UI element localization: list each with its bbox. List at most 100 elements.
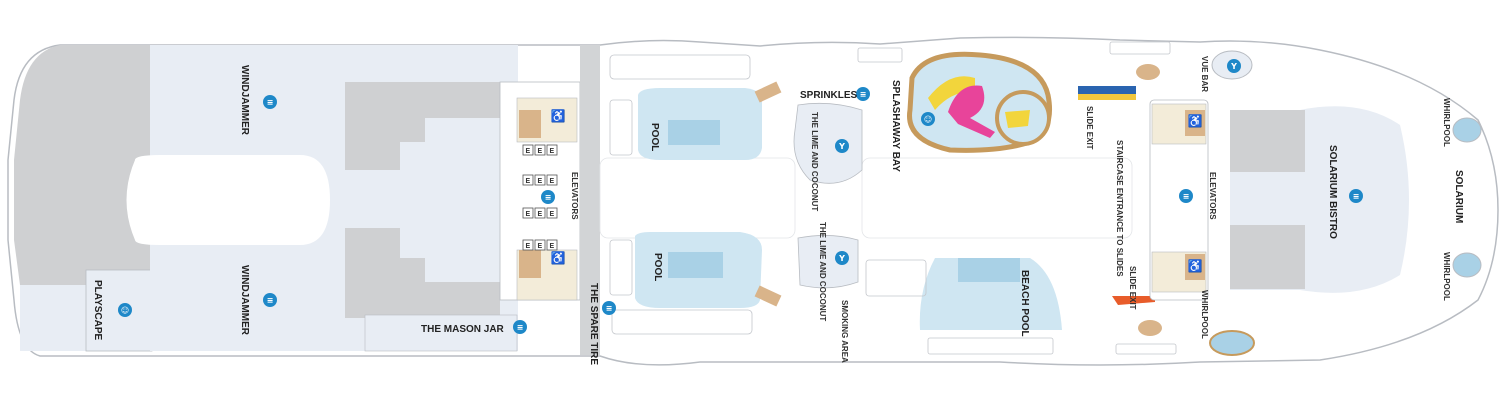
dining-icon-glyph: ≡ xyxy=(860,90,867,99)
stair-fwd-top xyxy=(1185,110,1205,136)
bar-icon-glyph: Y xyxy=(1230,62,1237,71)
accessible-icon: ♿ xyxy=(1188,114,1203,128)
dining-icon xyxy=(1179,189,1193,203)
elevator-box xyxy=(522,207,534,219)
yellow-slide-2 xyxy=(1005,110,1030,128)
label-slide-exit-bottom: SLIDE EXIT xyxy=(1128,266,1137,310)
lime-coconut-bottom-bar xyxy=(797,235,859,289)
label-lime-coconut-top: THE LIME AND COCONUT xyxy=(810,112,819,211)
accessible-icon: ♿ xyxy=(551,109,566,123)
elevator-box xyxy=(534,239,546,251)
elevator-box-label: E xyxy=(550,243,555,250)
windjammer-kitchen-bottom xyxy=(345,228,500,318)
label-whirlpool-top: WHIRLPOOL xyxy=(1442,98,1451,147)
bar-icon xyxy=(835,139,849,153)
label-elevators-fwd: ELEVATORS xyxy=(1208,172,1217,220)
label-whirlpool-bottom: WHIRLPOOL xyxy=(1442,252,1451,301)
elevator-box xyxy=(546,174,558,186)
label-pool-bottom: POOL xyxy=(652,253,663,281)
dining-icon-glyph: ≡ xyxy=(545,193,552,202)
elevator-box xyxy=(522,239,534,251)
dining-icon xyxy=(602,301,616,315)
dining-icon xyxy=(1349,189,1363,203)
central-walkway xyxy=(599,157,796,239)
elevator-box-label: E xyxy=(538,243,543,250)
yellow-slide xyxy=(928,76,975,110)
pool-top-water xyxy=(668,120,720,145)
label-pool-top: POOL xyxy=(649,123,660,151)
dining-icon-glyph: ≡ xyxy=(606,304,613,313)
dining-icon xyxy=(263,293,277,307)
elevator-box-label: E xyxy=(526,178,531,185)
elevator-core-fwd xyxy=(1149,99,1209,301)
dining-icon-glyph: ≡ xyxy=(267,296,274,305)
wood-planters xyxy=(754,64,1162,336)
mason-jar-zone xyxy=(364,314,518,352)
slide-exit-yellow xyxy=(1078,94,1136,100)
accessible-icon: ♿ xyxy=(1188,259,1203,273)
elevator-box-label: E xyxy=(550,178,555,185)
label-elevators-aft: ELEVATORS xyxy=(570,172,579,220)
slide-exit-orange xyxy=(1112,296,1155,305)
label-windjammer-bottom: WINDJAMMER xyxy=(239,265,250,336)
central-walkway-2 xyxy=(861,157,1133,239)
dining-icon xyxy=(263,95,277,109)
elevator-box-label: E xyxy=(538,148,543,155)
central-atrium-void xyxy=(126,155,330,245)
beach-pool-water xyxy=(958,258,1020,282)
aft-deck-area xyxy=(14,45,150,285)
whirlpool-bottom xyxy=(1452,252,1482,278)
label-solarium-bistro: SOLARIUM BISTRO xyxy=(1327,145,1338,239)
label-beach-pool: BEACH POOL xyxy=(1019,270,1030,337)
bar-icon-glyph: Y xyxy=(838,254,845,263)
solarium-grey-top xyxy=(1230,110,1305,172)
elevator-box-label: E xyxy=(538,178,543,185)
elevator-box-label: E xyxy=(526,211,531,218)
label-solarium: SOLARIUM xyxy=(1453,170,1464,223)
elevator-box xyxy=(534,174,546,186)
label-spare-tire: THE SPARE TIRE xyxy=(588,283,599,365)
waterslide-icon-glyph: ☺ xyxy=(924,115,932,124)
elevator-box-label: E xyxy=(550,211,555,218)
bar-icon xyxy=(835,251,849,265)
stair-aft-bottom xyxy=(519,250,541,278)
pool-bottom-water xyxy=(668,252,723,278)
elevator-box xyxy=(522,144,534,156)
label-splashaway: SPLASHAWAY BAY xyxy=(890,80,901,172)
stair-aft-top xyxy=(519,110,541,138)
lounger-rows xyxy=(609,41,1177,355)
bar-icon xyxy=(1227,59,1241,73)
elevator-box xyxy=(534,144,546,156)
stair-fwd-bottom xyxy=(1185,254,1205,280)
pink-slide xyxy=(948,85,995,138)
dining-icon-glyph: ≡ xyxy=(517,323,524,332)
dining-icon-glyph: ≡ xyxy=(1353,192,1360,201)
label-playscape: PLAYSCAPE xyxy=(92,280,103,341)
dining-icon-glyph: ≡ xyxy=(1183,192,1190,201)
solarium-walk xyxy=(1244,172,1294,225)
slide-exit-blue xyxy=(1078,86,1136,94)
elevator-box xyxy=(546,144,558,156)
elevator-box xyxy=(534,207,546,219)
label-sprinkles: SPRINKLES xyxy=(800,90,858,101)
label-whirlpool-aft: WHIRLPOOL xyxy=(1200,290,1209,339)
venue-icons: ≡≡≡≡≡≡YYY☺☺≡≡♿♿♿♿ xyxy=(118,59,1363,334)
lime-coconut-top-bar xyxy=(793,102,863,184)
solarium-grey-bottom xyxy=(1230,225,1305,289)
kids-icon xyxy=(118,303,132,317)
elevator-box xyxy=(522,174,534,186)
elevator-box xyxy=(546,207,558,219)
beach-pool xyxy=(919,258,1062,330)
waterslide-icon xyxy=(921,112,935,126)
elevator-box-label: E xyxy=(526,243,531,250)
elevator-box xyxy=(546,239,558,251)
whirlpool-top xyxy=(1452,117,1482,143)
label-mason-jar: THE MASON JAR xyxy=(421,324,505,335)
elevator-box-label: E xyxy=(526,148,531,155)
dining-icon xyxy=(541,190,555,204)
windjammer-kitchen-top xyxy=(345,82,500,170)
label-vue-bar: VUE BAR xyxy=(1200,56,1209,92)
stair-landing-strip xyxy=(580,45,600,355)
label-windjammer-top: WINDJAMMER xyxy=(239,65,250,136)
